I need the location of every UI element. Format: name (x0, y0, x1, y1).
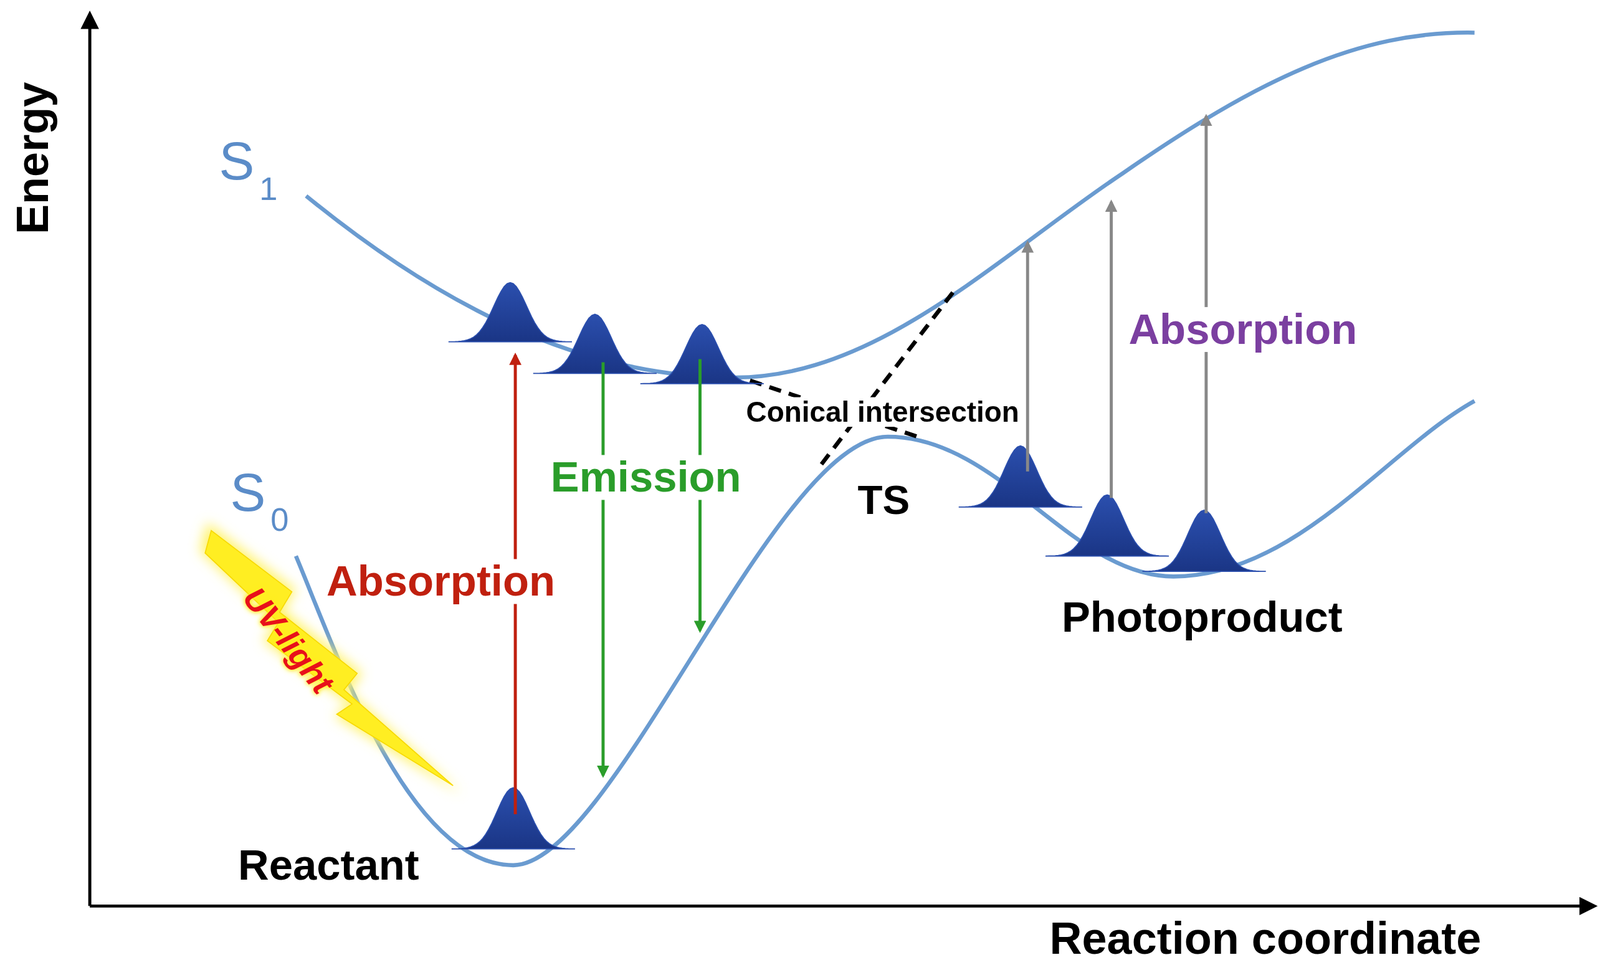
absorption-arrow (1026, 242, 1030, 472)
state-subscript: 1 (257, 172, 280, 207)
feature-label: Conical intersection (743, 397, 1022, 428)
wavepacket (1142, 510, 1266, 572)
axis-title: Energy (9, 79, 57, 237)
wavepacket (1046, 494, 1169, 556)
process-label: Emission (548, 454, 744, 500)
wavepacket (449, 282, 572, 343)
wavepacket (533, 314, 657, 374)
x-axis (89, 904, 1594, 908)
wavepackets (449, 282, 1266, 850)
wavepacket (452, 787, 576, 849)
axis-title: Reaction coordinate (1047, 915, 1483, 963)
s0-curve (295, 401, 1475, 866)
s1-curve (305, 32, 1475, 378)
wavepacket (959, 446, 1083, 508)
state-name: Reactant (236, 842, 422, 888)
y-axis (88, 14, 92, 906)
state-label: S (216, 133, 257, 189)
conical-intersection-line (821, 290, 954, 465)
feature-label: TS (855, 478, 912, 522)
wavepacket (641, 324, 764, 384)
emission-arrow (601, 361, 605, 776)
process-label: Absorption (324, 558, 558, 604)
state-name: Photoproduct (1059, 595, 1345, 640)
state-subscript: 0 (268, 503, 291, 538)
state-label: S (228, 464, 268, 521)
absorption-arrow (1109, 201, 1113, 498)
process-label: Absorption (1126, 307, 1359, 353)
